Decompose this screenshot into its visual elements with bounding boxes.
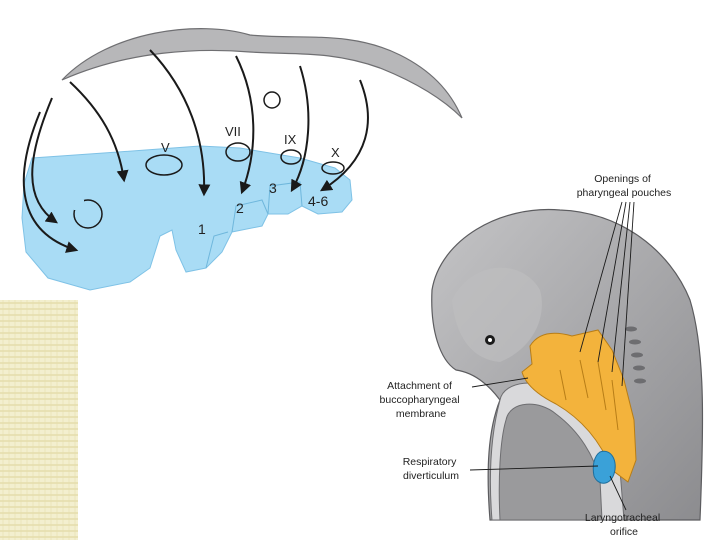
nerve-label-v: V	[161, 140, 170, 155]
nerve-arrow	[31, 97, 58, 224]
nerve-arrow	[319, 79, 369, 192]
nerve-arrow	[235, 55, 255, 195]
ganglion-vii	[225, 142, 251, 162]
nerve-label-vii: VII	[225, 124, 241, 139]
label-respiratory-diverticulum: Respiratory diverticulum	[403, 456, 460, 482]
ganglion-x	[321, 161, 345, 175]
respiratory-diverticulum	[592, 450, 616, 484]
nerve-arrow	[69, 81, 129, 183]
label-openings-pharyngeal-pouches: Openings of pharyngeal pouches	[577, 173, 672, 199]
label-laryngotracheal-orifice: Laryngotracheal orifice	[585, 512, 663, 538]
arch-label-4-6: 4-6	[308, 193, 328, 209]
pharynx	[521, 329, 637, 483]
pharyngeal-arches-diagram: V VII IX X 1 2 3 4-6	[21, 28, 463, 291]
arch-label-3: 3	[269, 180, 277, 196]
label-buccopharyngeal-attachment: Attachment of buccopharyngeal membrane	[380, 380, 463, 420]
nerve-label-ix: IX	[284, 132, 297, 147]
pharyngeal-slits	[625, 326, 646, 384]
brain-arc	[61, 28, 463, 119]
nerve-label-x: X	[331, 145, 340, 160]
otic-vesicle	[263, 91, 281, 109]
nerve-arrow	[149, 49, 211, 197]
embryo-section-diagram: Openings of pharyngeal pouches Attachmen…	[380, 173, 704, 538]
nerve-arrow	[22, 111, 79, 253]
arch-label-1: 1	[198, 221, 206, 237]
decorative-patch	[0, 300, 78, 540]
ganglion-ix	[280, 149, 302, 165]
ganglion-v	[145, 154, 183, 176]
leader-lines	[469, 201, 635, 511]
arch-label-2: 2	[236, 200, 244, 216]
pharyngeal-cavity	[498, 403, 603, 521]
optic-circle	[73, 199, 103, 229]
nerve-arrow	[290, 65, 310, 193]
